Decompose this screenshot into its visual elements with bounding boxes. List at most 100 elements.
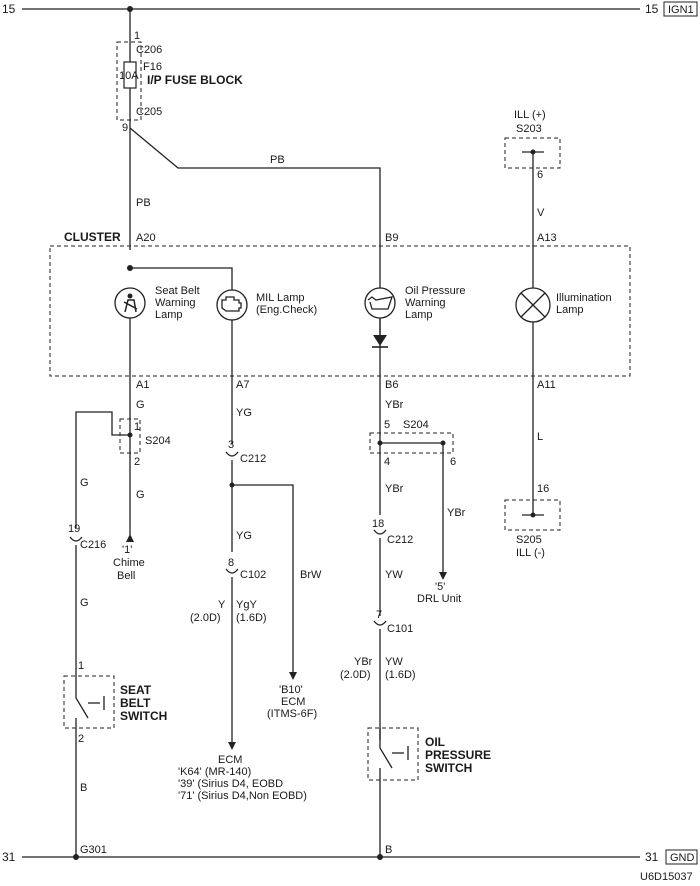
rail-bottom-left-num: 31	[2, 850, 16, 864]
ecm-b10-label: ECM	[281, 696, 305, 708]
s204-left-pin-top: 1	[134, 421, 140, 433]
ecm-b10-pin: 'B10'	[279, 684, 303, 696]
s204-right-pin-6: 6	[450, 456, 456, 468]
s204-left-label: S204	[145, 435, 171, 447]
diode-icon	[372, 335, 388, 348]
wire-b-left: B	[80, 782, 87, 794]
ecm-label: ECM	[218, 754, 242, 766]
sb-switch-label-1: SEAT	[120, 683, 152, 697]
ign1-tag: IGN1	[668, 4, 694, 16]
pin-a20: A20	[136, 232, 156, 244]
ign1-rail: 15 15 IGN1	[2, 1, 698, 17]
rail-top-left-num: 15	[2, 2, 16, 16]
figure-id: U6D15037	[640, 871, 693, 883]
oil-switch-label-1: OIL	[425, 735, 445, 749]
wire-y: Y	[218, 599, 226, 611]
mil-label-2: (Eng.Check)	[256, 304, 317, 316]
sb-switch-pin-top: 1	[78, 660, 84, 672]
chime-label-1: Chime	[113, 557, 145, 569]
chime-label-2: Bell	[117, 570, 135, 582]
c216-label: C216	[80, 539, 106, 551]
pb-wire: PB PB	[129, 127, 381, 335]
s203-pin: 6	[537, 169, 543, 181]
wire-yg-2: YG	[236, 530, 252, 542]
s204-right-pin-5: 5	[384, 419, 390, 431]
oil-switch-label-2: PRESSURE	[425, 748, 491, 762]
pin-a7: A7	[236, 379, 249, 391]
fuse-top-connector: C206	[136, 44, 162, 56]
seat-belt-switch: 1 2 SEAT BELT SWITCH	[63, 660, 167, 745]
pin-b6: B6	[385, 379, 398, 391]
fuse-name: F16	[143, 61, 162, 73]
drl-arrow	[439, 572, 447, 580]
pin-b9: B9	[385, 232, 398, 244]
wire-g-2: G	[80, 477, 89, 489]
cluster: CLUSTER A20 B9 A13 Seat Belt Warning Lam…	[49, 230, 631, 377]
wire-ybr-2: YBr	[385, 483, 404, 495]
wire-v: V	[537, 207, 545, 219]
wire-ygy: YgY	[236, 599, 257, 611]
s205-pin: 16	[537, 483, 549, 495]
c212a-label: C212	[240, 453, 266, 465]
wire-ybr-4: YBr	[354, 656, 373, 668]
wire-y-note: (2.0D)	[190, 612, 221, 624]
oil-lamp-label-2: Warning	[405, 297, 446, 309]
wire-yg-1: YG	[236, 407, 252, 419]
ip-fuse-block: 1 C206 F16 10A I/P FUSE BLOCK C205 9	[116, 9, 243, 250]
ecm-arrow	[228, 742, 236, 750]
c101-pin: 7	[376, 609, 382, 621]
ecm-b10-note: (ITMS-6F)	[267, 708, 317, 720]
ill-plus-label: ILL (+)	[514, 109, 546, 121]
c102-label: C102	[240, 569, 266, 581]
s204-right-label: S204	[403, 419, 429, 431]
ill-lamp-label-2: Lamp	[556, 304, 584, 316]
oil-pressure-warning-lamp: Oil Pressure Warning Lamp	[364, 285, 466, 321]
seat-lamp-label-2: Warning	[155, 297, 196, 309]
wire-ybr-3: YBr	[447, 507, 466, 519]
seat-lamp-label-1: Seat Belt	[155, 285, 200, 297]
oil-lamp-label-1: Oil Pressure	[405, 285, 466, 297]
drl-pin: '5'	[435, 581, 445, 593]
seat-belt-circuit: G 1 S204 2 G G '1' Chime Bell 19 C216 G …	[63, 376, 171, 857]
s203-label: S203	[516, 123, 542, 135]
ill-lamp-label-1: Illumination	[556, 292, 612, 304]
fuse-block-label: I/P FUSE BLOCK	[147, 73, 243, 87]
sb-switch-label-3: SWITCH	[120, 709, 167, 723]
wire-yw: YW	[385, 569, 403, 581]
wire-brw: BrW	[300, 569, 322, 581]
c212a-pin: 3	[228, 439, 234, 451]
ecm-39: '39' (Sirius D4, EOBD	[178, 778, 283, 790]
c216-pin: 19	[68, 523, 80, 535]
wire-pb-top: PB	[270, 154, 285, 166]
pin-a13: A13	[537, 232, 557, 244]
chime-arrow	[126, 534, 134, 542]
seat-lamp-label-3: Lamp	[155, 309, 183, 321]
wire-pb-left: PB	[136, 197, 151, 209]
oil-switch-label-3: SWITCH	[425, 761, 472, 775]
gnd-rail: 31 31 GND G301 B U6D15037	[2, 844, 698, 883]
sb-switch-label-2: BELT	[120, 696, 151, 710]
pin-a11: A11	[537, 379, 556, 391]
wire-l: L	[537, 431, 543, 443]
c212b-pin: 18	[372, 518, 384, 530]
s204-left-pin-bottom: 2	[134, 456, 140, 468]
ecm-b10-arrow	[289, 672, 297, 680]
rail-top-right-num: 15	[645, 2, 659, 16]
s205-label: S205	[516, 534, 542, 546]
sb-switch-pin-bottom: 2	[78, 733, 84, 745]
c212b-label: C212	[387, 534, 413, 546]
wire-yw-note: (1.6D)	[385, 669, 416, 681]
ill-plus: ILL (+) S203 6 V	[504, 109, 561, 298]
illumination-lamp: Illumination Lamp	[515, 287, 612, 323]
ecm-71: '71' (Sirius D4,Non EOBD)	[178, 790, 307, 802]
fuse-bottom-connector: C205	[136, 106, 162, 118]
ground-g301: G301	[80, 844, 107, 856]
c101-label: C101	[387, 623, 413, 635]
ill-minus-label: ILL (-)	[516, 547, 545, 559]
wire-ygy-note: (1.6D)	[236, 612, 267, 624]
fuse-bottom-pin: 9	[122, 122, 128, 134]
oil-lamp-label-3: Lamp	[405, 309, 433, 321]
gnd-tag: GND	[670, 852, 695, 864]
pin-a1: A1	[136, 379, 149, 391]
